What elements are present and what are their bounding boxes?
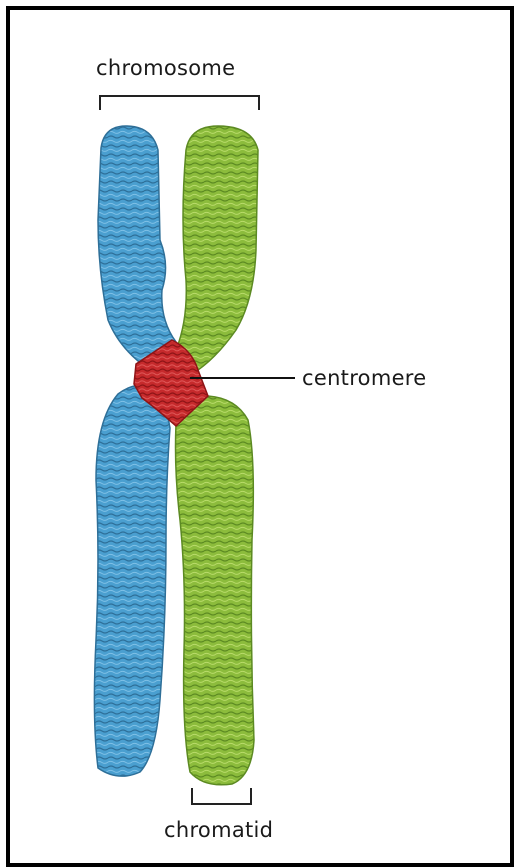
chromosome-bracket: [100, 96, 259, 110]
chromatid-bracket: [192, 788, 251, 804]
left-chromatid-upper-arm: [98, 126, 176, 370]
centromere-label: centromere: [302, 366, 427, 390]
left-chromatid-lower-arm: [94, 385, 170, 776]
right-chromatid-upper-arm: [176, 126, 258, 374]
chromosome-label: chromosome: [96, 56, 235, 80]
chromatid-label: chromatid: [164, 818, 273, 842]
right-chromatid-lower-arm: [176, 396, 255, 785]
